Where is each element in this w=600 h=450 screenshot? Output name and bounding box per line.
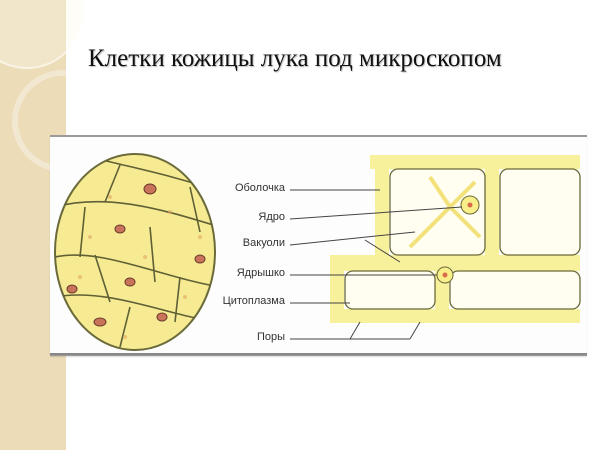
label-nucleus: Ядро [258,211,285,223]
label-membrane: Оболочка [234,182,285,194]
label-nucleolus: Ядрышко [236,267,285,279]
decorative-circle [0,0,84,69]
onion-cell-diagram: Оболочка Ядро Вакуоли Ядрышко Цитоплазма… [50,135,587,356]
label-vacuoles: Вакуоли [242,237,285,249]
diagram-drawing [54,153,581,351]
slide-title: Клетки кожицы лука под микроскопом [88,45,502,72]
label-cytoplasm: Цитоплазма [222,295,285,307]
label-pores: Поры [256,331,285,343]
